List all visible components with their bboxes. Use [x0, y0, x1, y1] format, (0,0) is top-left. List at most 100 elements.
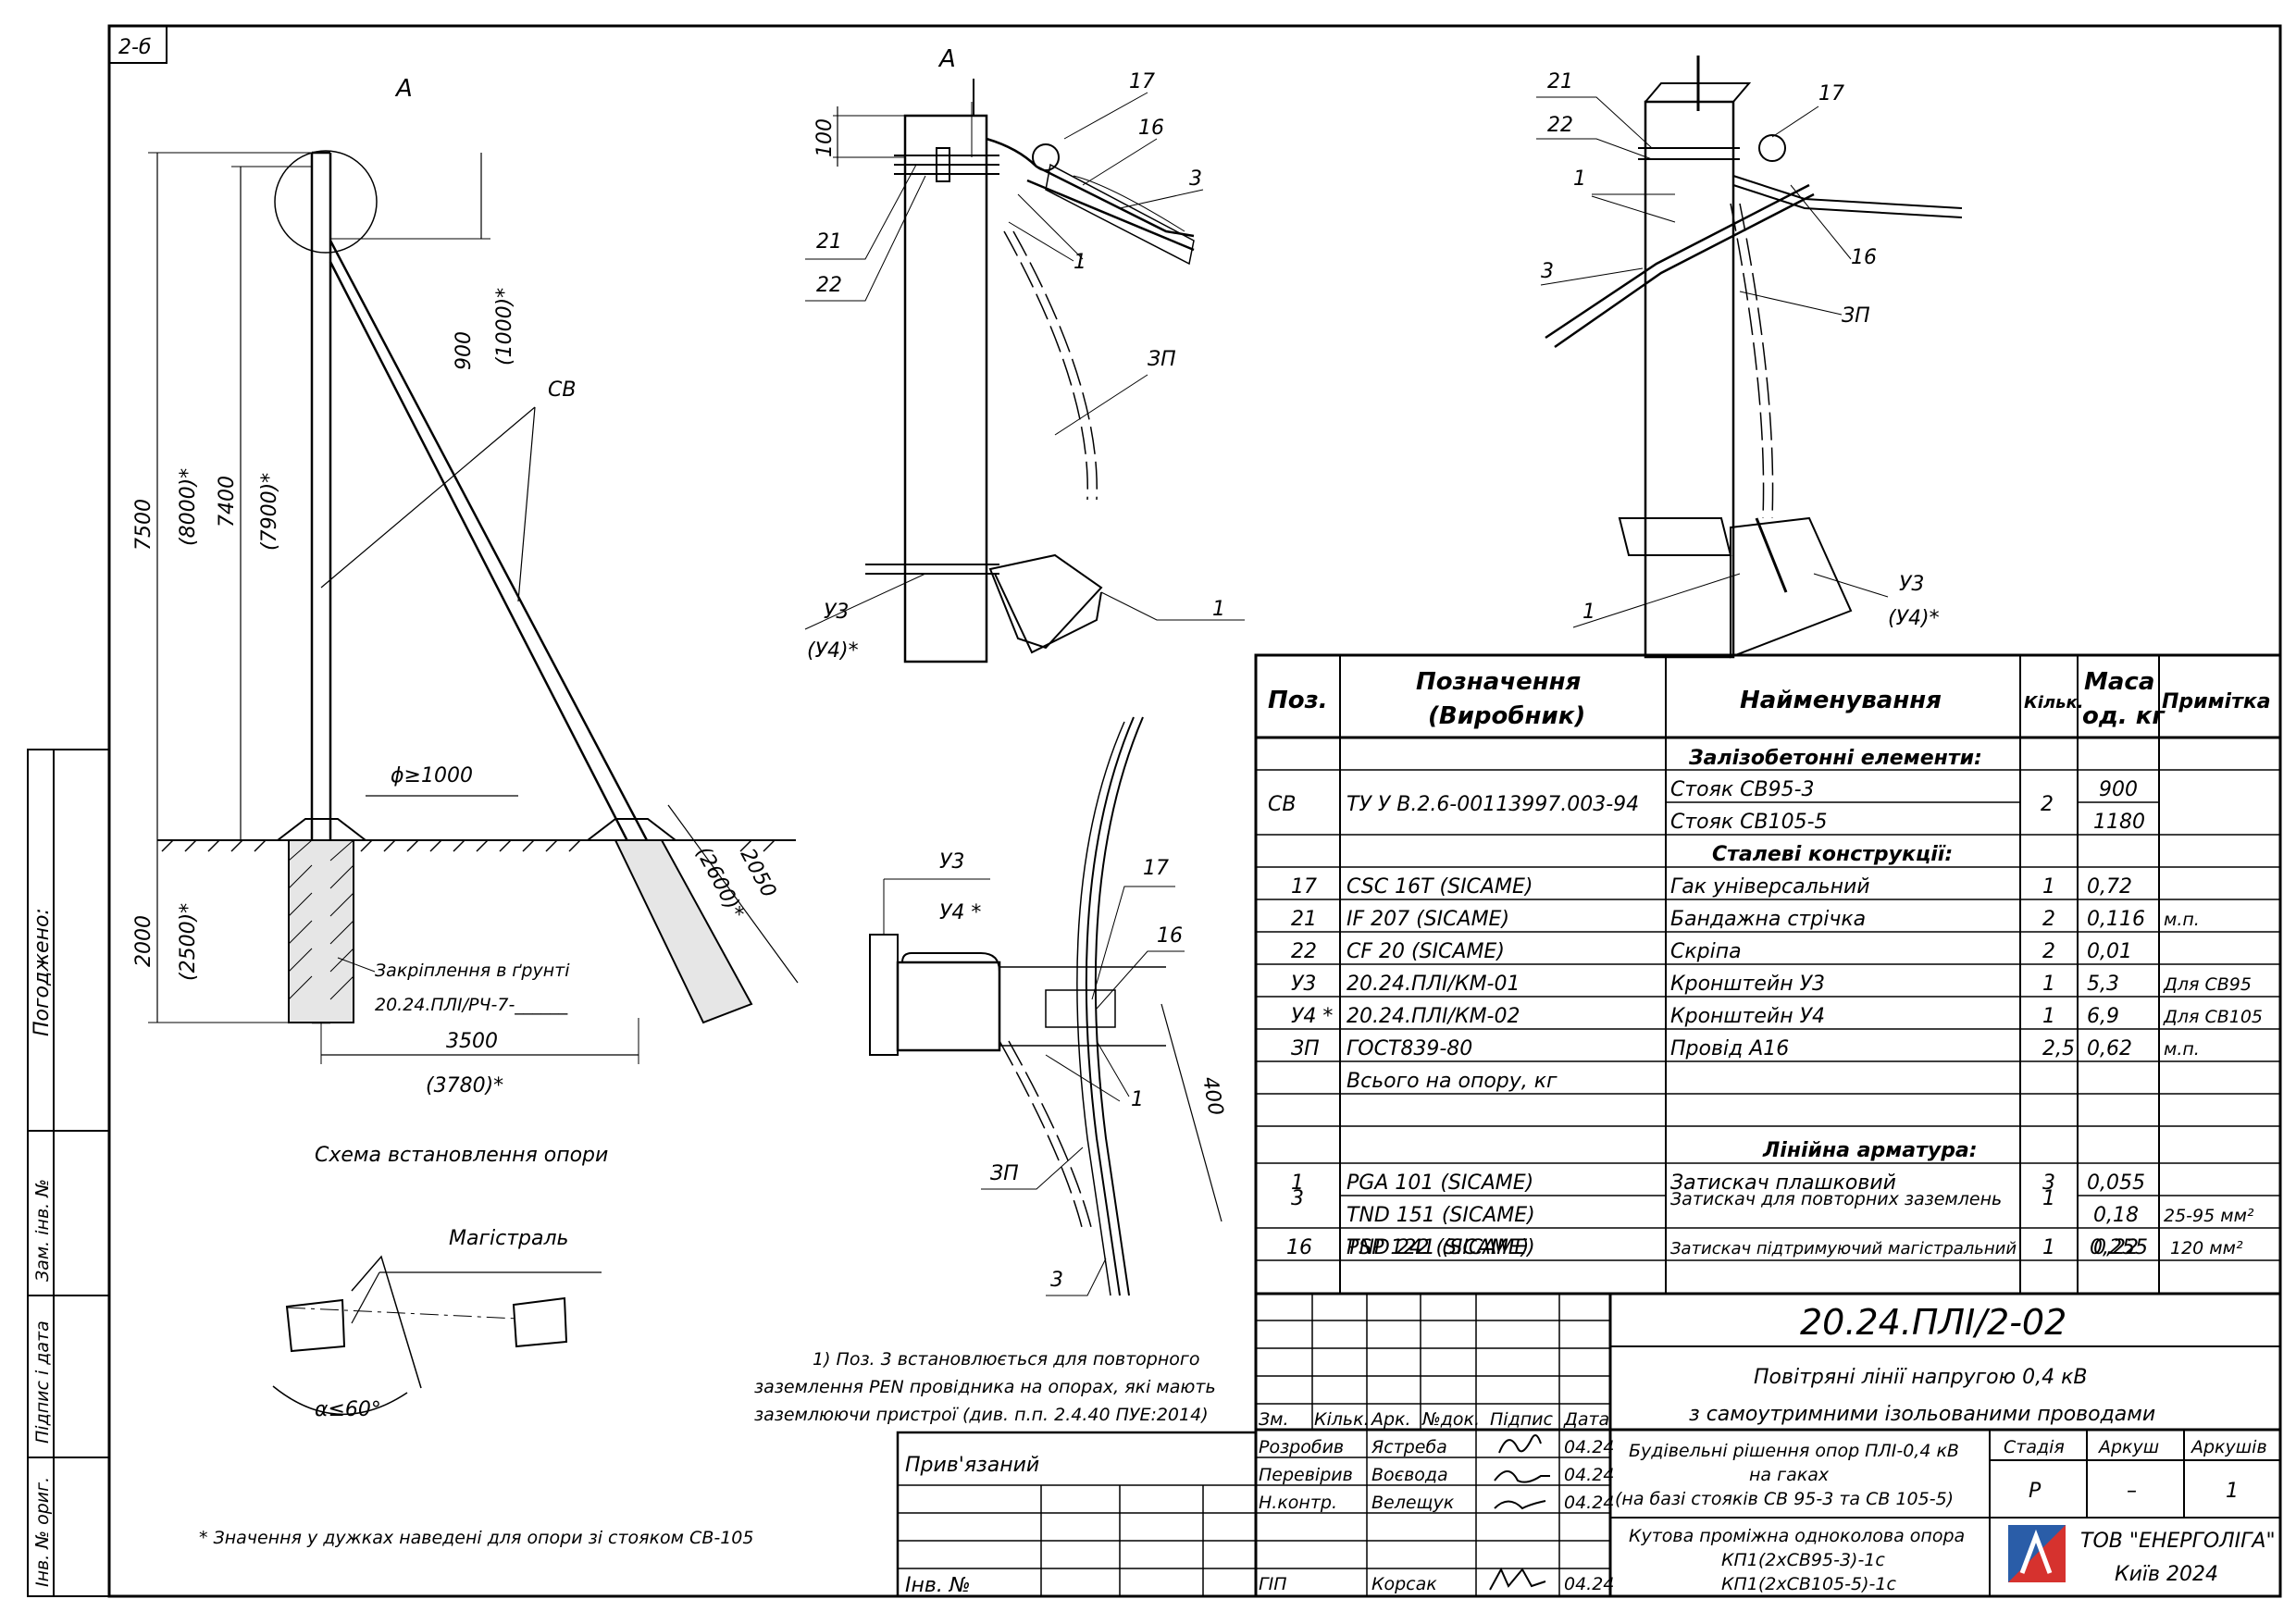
- title-line-2: з самоутримними ізольованими проводами: [1689, 1403, 2155, 1426]
- r3-mass-2: 0,22: [2093, 1236, 2139, 1259]
- title-line-1: Повітряні лінії напругою 0,4 кВ: [1754, 1366, 2088, 1389]
- hdr-pidpys: Підпис: [1490, 1409, 1553, 1430]
- ground-line: [157, 818, 796, 852]
- name-norm-control: Велещук: [1371, 1493, 1455, 1513]
- r3-qty: 1: [2042, 1187, 2055, 1210]
- row-qty: 1: [2042, 1005, 2055, 1028]
- dim-3500: 3500: [446, 1030, 498, 1053]
- inv-replace-label: Зам. інв. №: [32, 1179, 53, 1282]
- dim-7500: 7500: [132, 499, 155, 551]
- sheet-code: 2-б: [118, 36, 152, 59]
- b-pos-1: 1: [1573, 167, 1586, 191]
- row-mass: 6,9: [2087, 1005, 2119, 1028]
- hdr-pos: Поз.: [1268, 687, 1328, 714]
- diameter-label: ϕ≥1000: [391, 764, 473, 787]
- bracket-u4-label: (У4)*: [807, 639, 859, 663]
- r16-qty: 1: [2042, 1236, 2055, 1259]
- cv-desig: ТУ У В.2.6-00113997.003-94: [1347, 793, 1639, 816]
- c-bracket-u3: У3: [939, 850, 964, 874]
- hdr-qty: Кільк.: [2024, 693, 2084, 713]
- row-pos: У3: [1291, 973, 1316, 996]
- date-checker: 04.24: [1564, 1465, 1614, 1485]
- spec-table: Поз. Позначення (Виробник) Найменування …: [1254, 653, 2282, 1295]
- row-name: Бандажна стрічка: [1670, 908, 1866, 931]
- pos-1-bottom: 1: [1212, 598, 1225, 621]
- row-qty: 1: [2042, 973, 2055, 996]
- main-line-label: Магістраль: [449, 1227, 569, 1250]
- dim-900: 900: [453, 331, 476, 370]
- section-concrete: Залізобетонні елементи:: [1688, 747, 1982, 770]
- b-bracket-u4: (У4)*: [1888, 607, 1940, 630]
- row-name: Кронштейн У3: [1670, 973, 1825, 996]
- zp-label: ЗП: [1148, 348, 1176, 371]
- b-zp-label: ЗП: [1842, 304, 1870, 328]
- detail-b: 21 22 17 1 3 16 ЗП 1 У3 (У4)*: [1536, 56, 1963, 659]
- b-pos-17: 17: [1818, 82, 1844, 105]
- date-norm-control: 04.24: [1564, 1493, 1614, 1513]
- row-note: Для СВ95: [2163, 974, 2252, 995]
- r1-pos: 1: [1291, 1172, 1304, 1195]
- hdr-zm: Зм.: [1259, 1409, 1289, 1430]
- r1-name: Затискач плашковий: [1670, 1172, 1896, 1195]
- role-gip: ГІП: [1259, 1574, 1286, 1594]
- cv-mass-2: 1180: [2093, 811, 2145, 834]
- r16-desig: PSP 122 (SICAME): [1347, 1236, 1529, 1259]
- row-name: Гак універсальний: [1670, 875, 1870, 899]
- r3-name: Затискач для повторних заземлень: [1670, 1189, 2002, 1209]
- row-pos: 22: [1291, 940, 1317, 963]
- angle-label: α≤60°: [315, 1398, 381, 1421]
- row-note: м.п.: [2164, 1039, 2200, 1060]
- row-name: Скріпа: [1670, 940, 1742, 963]
- row-note: Для СВ105: [2163, 1007, 2263, 1027]
- row-mass: 0,01: [2087, 940, 2132, 963]
- note2: * Значення у дужках наведені для опори з…: [199, 1528, 753, 1548]
- role-developer: Розробив: [1259, 1437, 1344, 1457]
- object-line-1: Кутова проміжна одноколова опора: [1629, 1526, 1965, 1546]
- row-pos: У4 *: [1291, 1005, 1333, 1028]
- r16-pos: 16: [1286, 1236, 1312, 1259]
- inv-orig-label: Інв. № ориг.: [32, 1477, 53, 1587]
- row-mass: 0,116: [2087, 908, 2145, 931]
- row-pos: 21: [1291, 908, 1317, 931]
- row-qty: 2,5: [2042, 1037, 2075, 1060]
- role-norm-control: Н.контр.: [1259, 1493, 1337, 1513]
- bracket-u3-label: У3: [824, 601, 849, 624]
- company-name: ТОВ "ЕНЕРГОЛІГА": [2080, 1530, 2276, 1553]
- pole-foundation: [288, 839, 354, 1023]
- r3-mass-1: 0,18: [2093, 1204, 2139, 1227]
- cv-qty: 2: [2041, 793, 2054, 816]
- stage-value: Р: [2029, 1480, 2042, 1503]
- sign-date-label: Підпис і дата: [32, 1320, 53, 1444]
- detail-c: У3 У4 * 17 16 1 400 ЗП 3: [869, 716, 1227, 1296]
- object-line-2: КП1(2хСВ95-3)-1с: [1721, 1550, 1885, 1570]
- c-bracket-u4: У4 *: [939, 901, 981, 924]
- plan-view: Магістраль α≤60°: [272, 1227, 602, 1421]
- hdr-ndoc: №док.: [1421, 1409, 1480, 1430]
- inv-label: Інв. №: [905, 1574, 971, 1597]
- row-qty: 2: [2042, 908, 2055, 931]
- c-pos-16: 16: [1157, 924, 1183, 948]
- cv-mass-1: 900: [2099, 778, 2138, 801]
- date-gip: 04.24: [1564, 1574, 1614, 1594]
- r3-note-1: 25-95 мм²: [2164, 1206, 2254, 1226]
- row-note: м.п.: [2164, 910, 2200, 930]
- name-developer: Ястреба: [1371, 1437, 1447, 1457]
- dim-7900: (7900)*: [258, 473, 281, 551]
- desc-line-1: Будівельні рішення опор ПЛІ-0,4 кВ: [1629, 1441, 1959, 1461]
- linked-stamp: Прив'язаний Інв. №: [896, 1431, 1258, 1598]
- row-mass: 0,72: [2087, 875, 2132, 899]
- hdr-mass-2: од. кг: [2082, 702, 2166, 730]
- r3-pos: 3: [1291, 1187, 1304, 1210]
- pos-1: 1: [1074, 251, 1086, 274]
- linked-label: Прив'язаний: [905, 1454, 1039, 1477]
- drawing-code: 20.24.ПЛІ/2-02: [1800, 1302, 2066, 1343]
- hdr-note: Примітка: [2162, 690, 2271, 713]
- r16-mass: 0,255: [2090, 1236, 2148, 1259]
- hdr-name: Найменування: [1740, 687, 1942, 714]
